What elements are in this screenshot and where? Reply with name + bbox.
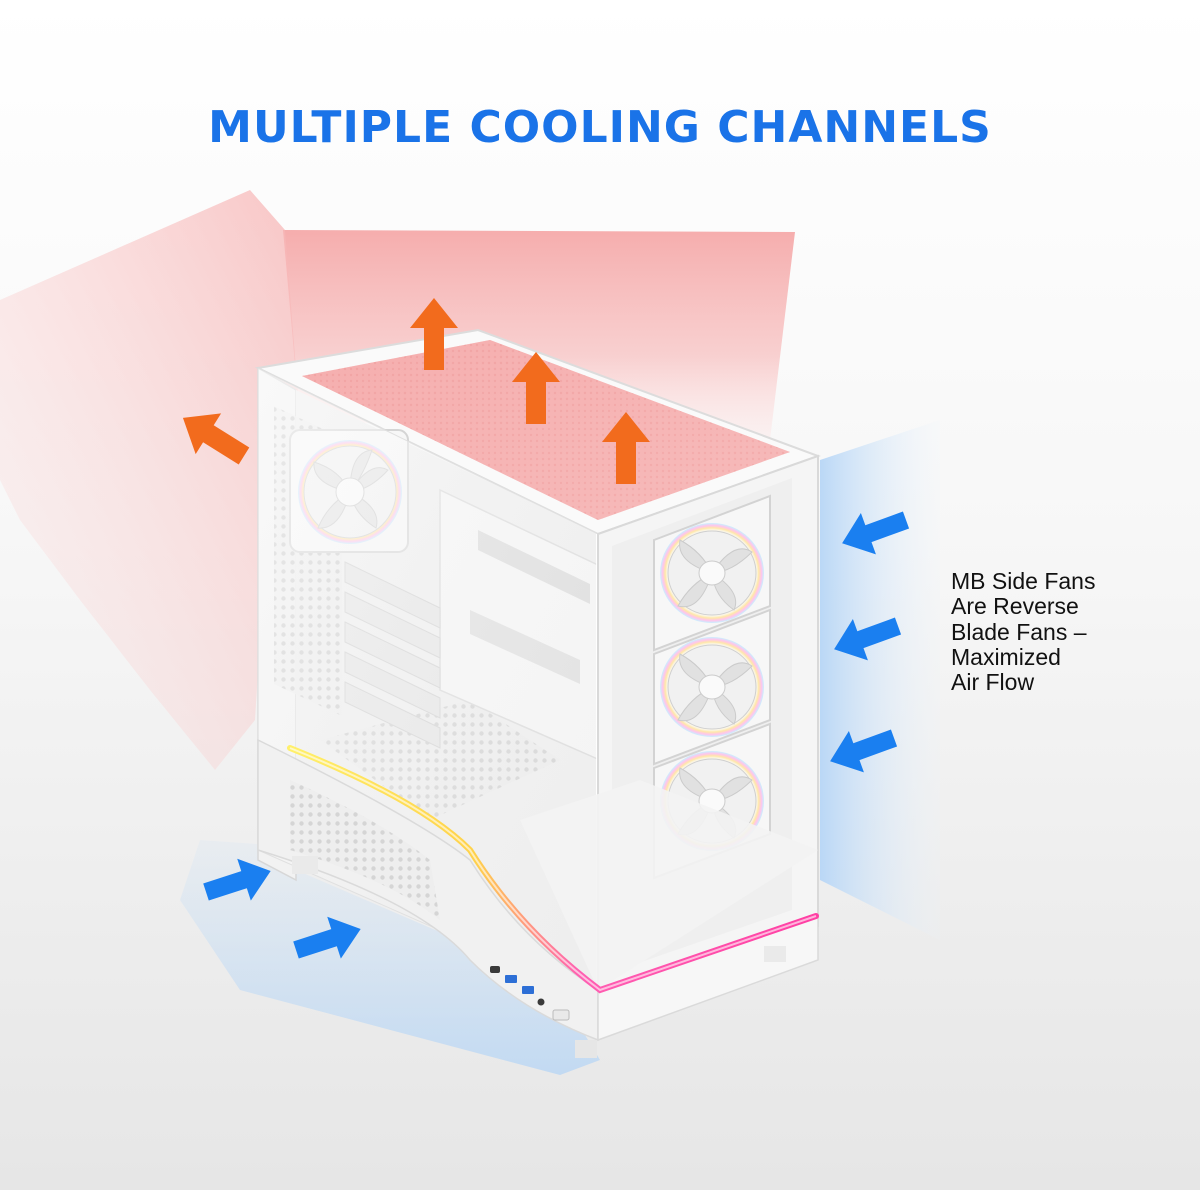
intake-arrow (293, 916, 361, 959)
intake-arrow (842, 511, 910, 555)
annotation-line: MB Side Fans (951, 568, 1096, 594)
exhaust-arrow (512, 352, 560, 424)
page-title: MULTIPLE COOLING CHANNELS (208, 102, 992, 153)
usb-c-port-icon (490, 966, 500, 973)
case-foot (292, 856, 318, 874)
intake-arrow (203, 858, 271, 901)
power-button-icon (552, 1009, 570, 1021)
intake-arrow (830, 729, 898, 773)
case-top-glow (302, 340, 790, 520)
exhaust-arrow (182, 413, 250, 465)
side-intake-fan (653, 608, 771, 766)
case-foot (764, 946, 786, 962)
cool-air-zone-right (820, 420, 940, 940)
annotation-line: Air Flow (951, 669, 1035, 696)
usb-a-port-icon (505, 975, 517, 983)
audio-jack-icon (537, 998, 545, 1006)
feature-annotation: MB Side Fans Are Reverse Blade Fans – Ma… (951, 568, 1171, 696)
annotation-line: Blade Fans – (951, 618, 1087, 645)
annotation-line: Are Reverse (951, 593, 1079, 620)
annotation-line: Maximized (951, 643, 1061, 670)
front-io-panel (490, 966, 570, 1021)
exhaust-arrow (602, 412, 650, 484)
hot-air-plume-left (0, 190, 300, 770)
intake-arrow (834, 617, 902, 661)
exhaust-arrow (410, 298, 458, 370)
side-intake-fan (653, 494, 771, 652)
psu-vent (290, 780, 440, 920)
chamber-floor (520, 780, 818, 990)
case-foot (575, 1040, 597, 1058)
usb-a-port-icon (522, 986, 534, 994)
